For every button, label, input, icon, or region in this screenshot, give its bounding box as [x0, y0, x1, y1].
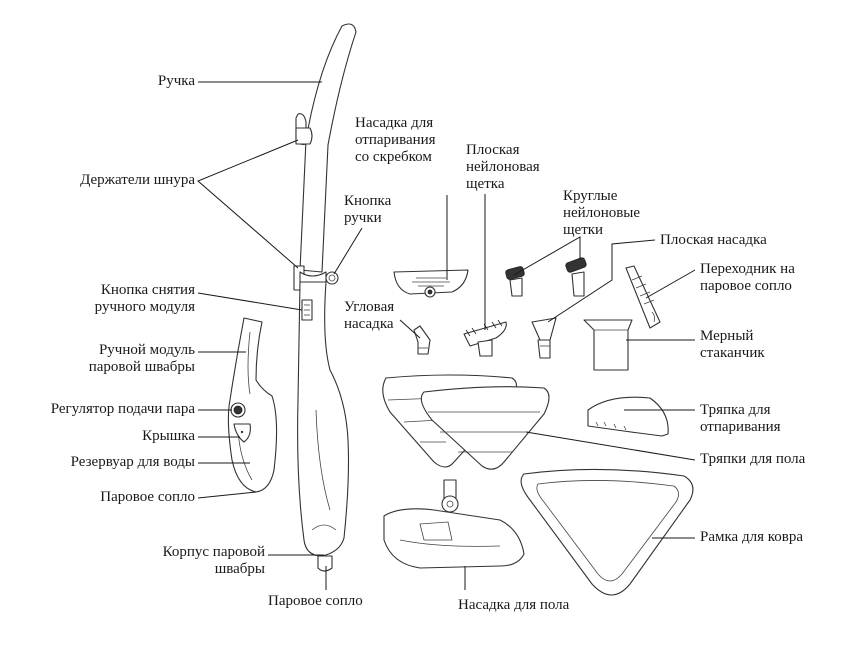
- label-line: Кнопка: [344, 193, 392, 209]
- leader-floor-cloths: [525, 431, 696, 461]
- label-cap: Крышка: [142, 428, 195, 444]
- label-line: Насадка для: [355, 115, 434, 131]
- label-carpet-frame: Рамка для ковра: [700, 529, 803, 545]
- label-line: Ручной модуль: [98, 342, 195, 358]
- label-flat-attachment: Плоская насадка: [660, 232, 767, 248]
- label-measuring-cup: Мерный стаканчик: [700, 328, 765, 362]
- leader-cord-holders: [197, 139, 299, 269]
- label-line: Круглые: [563, 188, 618, 204]
- label-line: нейлоновая: [466, 159, 540, 175]
- label-line: паровой швабры: [88, 359, 195, 375]
- label-release-button: Кнопка снятия ручного модуля: [95, 282, 195, 316]
- label-line: ручного модуля: [94, 299, 195, 315]
- leader-adapter: [645, 269, 696, 299]
- label-line: Корпус паровой: [162, 544, 265, 560]
- label-scraper-attachment: Насадка для отпаривания со скребком: [355, 115, 436, 166]
- label-floor-attachment: Насадка для пола: [458, 597, 570, 613]
- cord-holder-upper-illustration: [295, 113, 313, 146]
- round-nylon-brush-2-illustration: [565, 257, 587, 297]
- label-line: нейлоновые: [563, 205, 641, 221]
- label-handle-button: Кнопка ручки: [344, 193, 391, 227]
- label-steam-cloth: Тряпка для отпаривания: [700, 402, 781, 436]
- measuring-cup-illustration: [583, 319, 633, 371]
- steam-cloth-illustration: [587, 396, 669, 437]
- label-line: насадка: [344, 316, 394, 332]
- label-line: Мерный: [700, 328, 754, 344]
- leader-angle-attachment: [399, 319, 421, 339]
- label-line: отпаривания: [700, 419, 781, 435]
- label-line: отпаривания: [355, 132, 436, 148]
- mop-body-illustration: [297, 281, 350, 557]
- label-flat-nylon-brush: Плоская нейлоновая щетка: [466, 142, 540, 193]
- label-round-nylon-brushes: Круглые нейлоновые щетки: [563, 188, 640, 239]
- cap-illustration: [233, 423, 251, 443]
- label-handheld-module: Ручной модуль паровой швабры: [89, 342, 195, 376]
- label-body-steam-nozzle: Паровое сопло: [268, 593, 363, 609]
- label-line: стаканчик: [700, 345, 765, 361]
- leader-handle-button: [333, 227, 363, 275]
- label-line: швабры: [214, 561, 265, 577]
- flat-attachment-illustration: [531, 317, 557, 359]
- label-line: Переходник на: [700, 261, 795, 277]
- nozzle-adapter-illustration: [625, 265, 661, 329]
- flat-nylon-brush-illustration: [463, 319, 507, 357]
- floor-attachment-illustration: [383, 479, 525, 569]
- round-nylon-brush-1-illustration: [505, 266, 525, 297]
- label-mop-body: Корпус паровой швабры: [163, 544, 265, 578]
- label-water-tank: Резервуар для воды: [70, 454, 195, 470]
- carpet-frame-illustration: [520, 468, 694, 596]
- label-line: Угловая: [344, 299, 395, 315]
- mop-handle-illustration: [299, 23, 357, 273]
- steam-regulator-illustration: [230, 402, 246, 418]
- label-floor-cloths: Тряпки для пола: [700, 451, 806, 467]
- leader-release-button: [197, 292, 303, 311]
- label-line: Плоская: [466, 142, 520, 158]
- label-line: со скребком: [355, 149, 432, 165]
- mop-steam-nozzle-illustration: [317, 555, 333, 572]
- label-steam-regulator: Регулятор подачи пара: [50, 401, 195, 417]
- label-handheld-steam-nozzle: Паровое сопло: [100, 489, 195, 505]
- label-line: щетки: [563, 222, 604, 238]
- label-handle: Ручка: [157, 73, 195, 89]
- leader-handheld-nozzle: [197, 491, 257, 499]
- floor-cloth-front-illustration: [420, 386, 550, 470]
- label-line: Кнопка снятия: [100, 282, 195, 298]
- label-line: ручки: [344, 210, 382, 226]
- leader-flat-attachment: [547, 239, 656, 323]
- scraper-attachment-illustration: [393, 269, 469, 298]
- label-line: Тряпка для: [700, 402, 771, 418]
- label-cord-holders: Держатели шнура: [80, 172, 195, 188]
- label-angle-attachment: Угловая насадка: [344, 299, 394, 333]
- label-line: паровое сопло: [700, 278, 792, 294]
- label-nozzle-adapter: Переходник на паровое сопло: [700, 261, 795, 295]
- angle-attachment-illustration: [413, 325, 431, 355]
- leader-round-brushes: [513, 236, 581, 276]
- leader-lines: [197, 81, 696, 590]
- label-line: щетка: [466, 176, 505, 192]
